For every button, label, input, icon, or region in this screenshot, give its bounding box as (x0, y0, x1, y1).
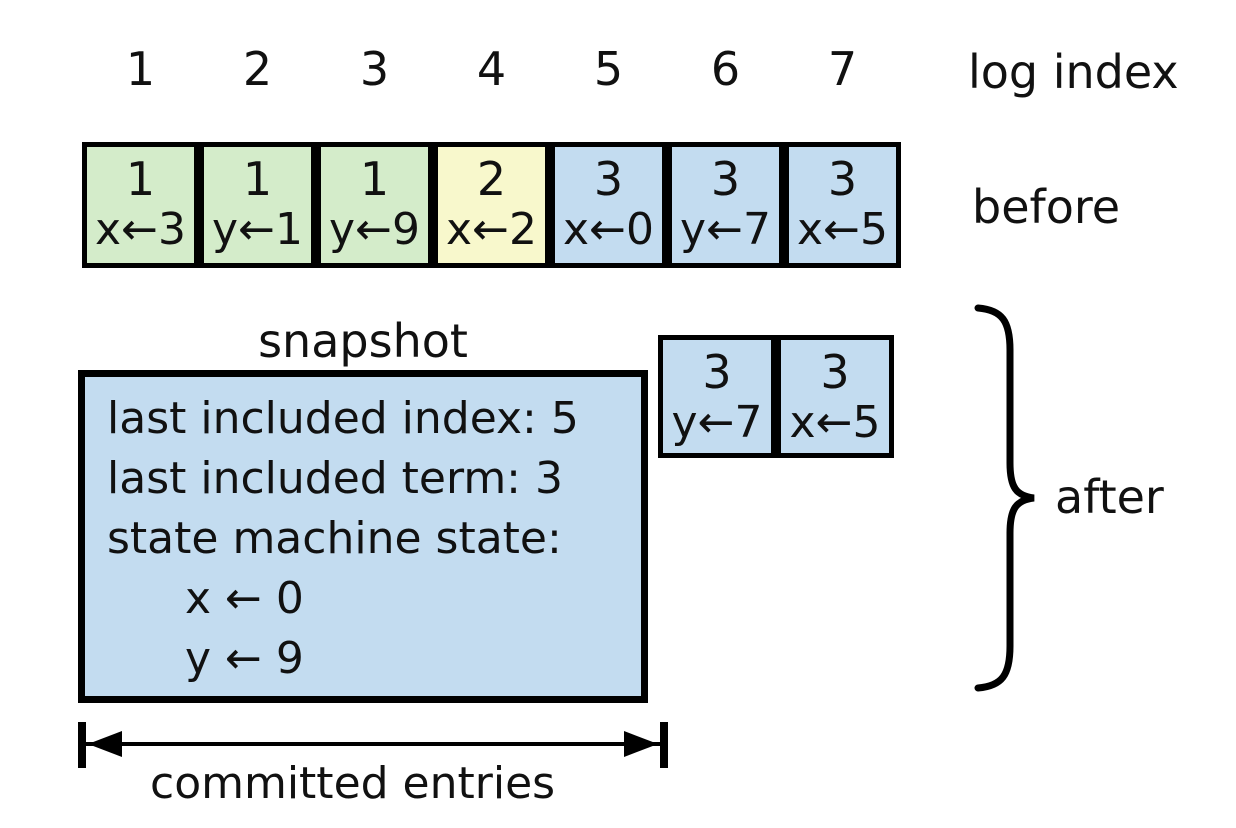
entry-command: x←2 (446, 204, 537, 255)
log-index-3: 3 (359, 42, 390, 96)
entry-command: y←7 (671, 397, 763, 448)
snapshot-state-y: y ← 9 (185, 633, 304, 684)
log-entry: 2 x←2 (433, 142, 550, 268)
entry-command: y←1 (212, 204, 303, 255)
log-entry: 3 y←7 (658, 335, 776, 458)
entry-command: x←3 (95, 204, 186, 255)
before-log-row: 1 x←3 1 y←1 1 y←9 2 x←2 3 x←0 3 y←7 3 x←… (82, 142, 901, 268)
entry-term: 2 (476, 152, 507, 206)
log-entry: 1 y←1 (199, 142, 316, 268)
log-index-5: 5 (593, 42, 624, 96)
entry-command: y←9 (329, 204, 420, 255)
entry-term: 1 (242, 152, 273, 206)
snapshot-state-machine-heading: state machine state: (107, 513, 562, 564)
entry-term: 1 (125, 152, 156, 206)
entry-term: 3 (827, 152, 858, 206)
after-label: after (1055, 470, 1164, 524)
log-entry: 3 y←7 (667, 142, 784, 268)
log-index-1: 1 (125, 42, 156, 96)
entry-term: 1 (359, 152, 390, 206)
log-entry: 1 y←9 (316, 142, 433, 268)
entry-command: x←5 (797, 204, 888, 255)
log-entry: 3 x←0 (550, 142, 667, 268)
entry-command: x←5 (789, 397, 881, 448)
log-entry: 3 x←5 (784, 142, 901, 268)
log-index-6: 6 (710, 42, 741, 96)
after-log-row: 3 y←7 3 x←5 (658, 335, 894, 458)
committed-entries-label: committed entries (150, 758, 556, 809)
entry-command: y←7 (680, 204, 771, 255)
entry-term: 3 (593, 152, 624, 206)
log-index-4: 4 (476, 42, 507, 96)
snapshot-box: last included index: 5 last included ter… (78, 370, 648, 703)
entry-term: 3 (710, 152, 741, 206)
log-entry: 3 x←5 (776, 335, 894, 458)
log-entry: 1 x←3 (82, 142, 199, 268)
entry-term: 3 (820, 345, 850, 399)
log-index-label: log index (968, 45, 1179, 99)
log-index-2: 2 (242, 42, 273, 96)
log-index-7: 7 (827, 42, 858, 96)
snapshot-label: snapshot (258, 314, 468, 368)
snapshot-state-x: x ← 0 (185, 573, 304, 624)
entry-command: x←0 (563, 204, 654, 255)
after-brace (974, 304, 1035, 692)
before-label: before (972, 180, 1121, 234)
log-index-strip: 1 2 3 4 5 6 7 (82, 42, 901, 97)
snapshot-last-included-index: last included index: 5 (107, 393, 579, 444)
snapshot-last-included-term: last included term: 3 (107, 453, 563, 504)
committed-entries-arrow (78, 722, 668, 768)
entry-term: 3 (702, 345, 732, 399)
